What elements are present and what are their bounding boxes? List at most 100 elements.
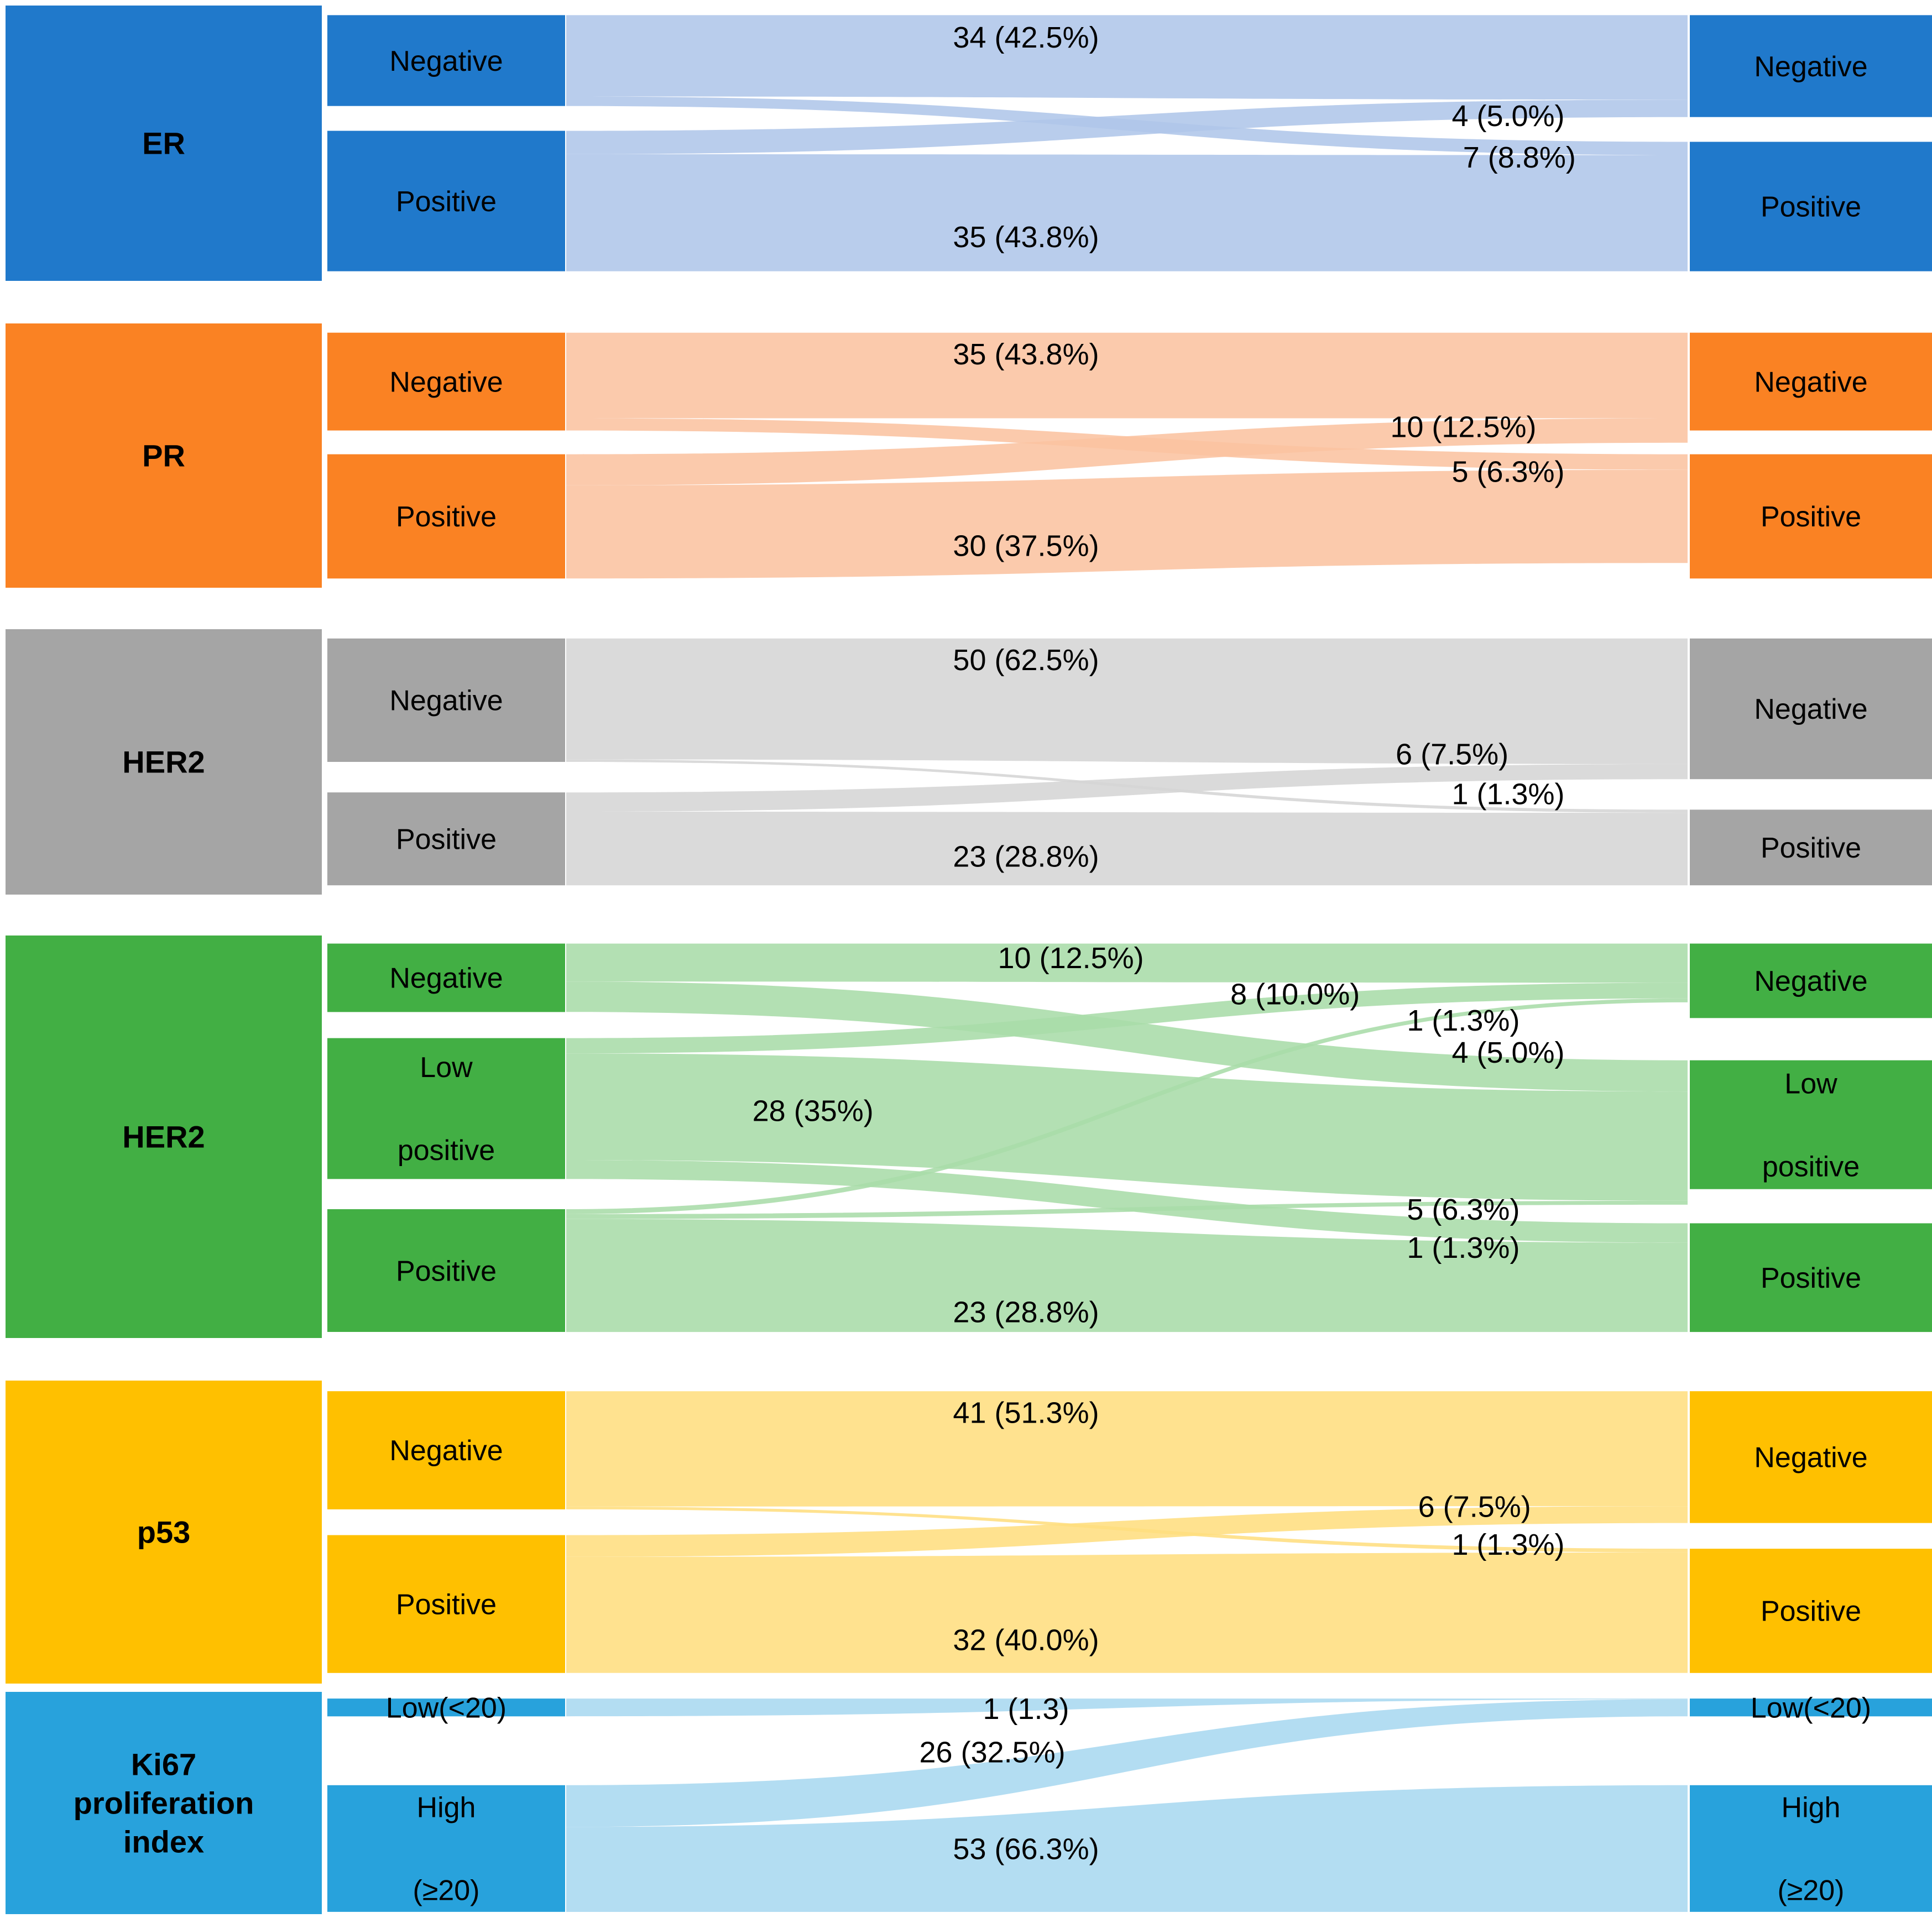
flow-er-neg-to-neg[interactable]	[566, 15, 1688, 100]
node-label-left-er-pos: Positive	[396, 186, 497, 218]
node-right-her2-neg[interactable]	[1690, 638, 1932, 780]
flow-ki67-high-to-high[interactable]	[566, 1785, 1688, 1912]
node-label-left-p53-neg: Negative	[389, 1435, 503, 1467]
node-label-left-her2_low-pos: Positive	[396, 1255, 497, 1287]
flow-her2_low-pos-to-pos[interactable]	[566, 1219, 1688, 1332]
flow-p53-pos-to-pos[interactable]	[566, 1552, 1688, 1673]
flow-value-er-neg-to-neg: 34 (42.5%)	[953, 21, 1099, 54]
flow-value-p53-neg-to-neg: 41 (51.3%)	[953, 1396, 1099, 1429]
flow-her2_low-pos-to-low[interactable]	[566, 1200, 1688, 1219]
node-label-left-her2-pos: Positive	[396, 823, 497, 855]
node-label-right-ki67-high: High	[1782, 1792, 1841, 1824]
flow-value-pr-pos-to-neg: 10 (12.5%)	[1390, 410, 1536, 443]
node-left-p53-pos[interactable]	[327, 1535, 565, 1673]
flow-value-p53-pos-to-neg: 6 (7.5%)	[1418, 1490, 1531, 1523]
flow-value-her2_low-neg-to-low: 8 (10.0%)	[1230, 978, 1360, 1011]
node-left-her2-neg[interactable]	[327, 638, 565, 762]
node-right-her2_low-low[interactable]	[1690, 1060, 1932, 1189]
flow-value-p53-pos-to-pos: 32 (40.0%)	[953, 1623, 1099, 1656]
flow-pr-pos-to-neg[interactable]	[566, 418, 1688, 485]
node-left-pr-pos[interactable]	[327, 454, 565, 579]
flow-value-her2-neg-to-neg: 50 (62.5%)	[953, 644, 1099, 677]
node-right-her2-pos[interactable]	[1690, 809, 1932, 886]
node-left-pr-neg[interactable]	[327, 332, 565, 431]
node-label-left-p53-pos: Positive	[396, 1588, 497, 1621]
node-left-p53-neg[interactable]	[327, 1391, 565, 1509]
node-left-ki67-high[interactable]	[327, 1785, 565, 1912]
flow-her2_low-low-to-low[interactable]	[566, 1053, 1688, 1201]
flow-her2_low-neg-to-neg[interactable]	[566, 943, 1688, 983]
flow-her2_low-low-to-neg[interactable]	[566, 982, 1688, 1054]
marker-block-her2	[6, 629, 322, 895]
flow-ki67-low-to-low[interactable]	[566, 1698, 1688, 1717]
marker-label-ki67: index	[123, 1825, 204, 1859]
node-label-right-her2_low-low: Low	[1784, 1068, 1837, 1100]
node-right-pr-pos[interactable]	[1690, 454, 1932, 579]
node-right-ki67-low[interactable]	[1690, 1698, 1932, 1717]
node-left-ki67-low[interactable]	[327, 1698, 565, 1717]
node-left-er-pos[interactable]	[327, 130, 565, 271]
node-right-her2_low-neg[interactable]	[1690, 943, 1932, 1018]
node-right-pr-neg[interactable]	[1690, 332, 1932, 431]
marker-block-her2_low	[6, 936, 322, 1338]
node-left-her2_low-low[interactable]	[327, 1038, 565, 1179]
node-label-right-er-neg: Negative	[1754, 51, 1867, 83]
node-label-right-p53-pos: Positive	[1761, 1596, 1861, 1628]
flow-value-ki67-high-to-high: 53 (66.3%)	[953, 1832, 1099, 1865]
node-label-left-her2_low-neg: Negative	[389, 963, 503, 995]
marker-label-her2: HER2	[122, 745, 205, 780]
node-label2-left-ki67-high: (≥20)	[412, 1875, 479, 1907]
node-label-right-her2_low-neg: Negative	[1754, 965, 1867, 997]
flow-value-her2-pos-to-neg: 6 (7.5%)	[1396, 738, 1508, 771]
marker-block-ki67	[6, 1692, 322, 1914]
flow-value-her2_low-pos-to-pos: 23 (28.8%)	[953, 1296, 1099, 1329]
marker-label-p53: p53	[137, 1515, 191, 1550]
marker-label-ki67: proliferation	[74, 1786, 254, 1821]
node-label2-left-her2_low-low: positive	[398, 1135, 495, 1167]
flow-er-pos-to-pos[interactable]	[566, 154, 1688, 271]
flow-her2_low-pos-to-neg[interactable]	[566, 998, 1688, 1214]
flow-value-her2_low-pos-to-low: 1 (1.3%)	[1407, 1231, 1520, 1264]
node-label-right-pr-neg: Negative	[1754, 366, 1867, 398]
node-label-right-ki67-low: Low(<20)	[1751, 1692, 1871, 1724]
node-right-p53-neg[interactable]	[1690, 1391, 1932, 1523]
node-right-er-pos[interactable]	[1690, 142, 1932, 271]
node-left-er-neg[interactable]	[327, 15, 565, 106]
flow-value-her2-pos-to-pos: 23 (28.8%)	[953, 840, 1099, 873]
flow-her2-neg-to-neg[interactable]	[566, 638, 1688, 764]
flow-her2-pos-to-neg[interactable]	[566, 764, 1688, 812]
node-left-her2-pos[interactable]	[327, 792, 565, 886]
flow-value-pr-neg-to-neg: 35 (43.8%)	[953, 338, 1099, 371]
node-label-left-pr-pos: Positive	[396, 501, 497, 533]
node-right-her2_low-pos[interactable]	[1690, 1223, 1932, 1332]
marker-label-pr: PR	[142, 438, 185, 473]
node-label-right-her2_low-pos: Positive	[1761, 1262, 1861, 1294]
flow-value-ki67-high-to-low: 26 (32.5%)	[920, 1736, 1066, 1769]
node-right-p53-pos[interactable]	[1690, 1549, 1932, 1673]
marker-block-pr	[6, 323, 322, 588]
node-label-left-ki67-low: Low(<20)	[386, 1692, 507, 1724]
flow-pr-neg-to-neg[interactable]	[566, 332, 1688, 419]
flow-her2-pos-to-pos[interactable]	[566, 812, 1688, 886]
flow-her2_low-neg-to-low[interactable]	[566, 981, 1688, 1092]
node-right-ki67-high[interactable]	[1690, 1785, 1932, 1912]
node-right-er-neg[interactable]	[1690, 15, 1932, 117]
node-left-her2_low-neg[interactable]	[327, 943, 565, 1012]
flow-her2_low-low-to-pos[interactable]	[566, 1160, 1688, 1243]
flow-ki67-high-to-low[interactable]	[566, 1699, 1688, 1827]
flow-value-ki67-low-to-low: 1 (1.3)	[983, 1692, 1069, 1726]
node-label-left-ki67-high: High	[417, 1792, 476, 1824]
flow-p53-neg-to-neg[interactable]	[566, 1391, 1688, 1507]
flow-value-her2_low-neg-to-neg: 10 (12.5%)	[998, 942, 1144, 975]
flow-pr-pos-to-pos[interactable]	[566, 469, 1688, 579]
flow-er-pos-to-neg[interactable]	[566, 100, 1688, 154]
flow-p53-pos-to-neg[interactable]	[566, 1506, 1688, 1557]
marker-block-p53	[6, 1381, 322, 1684]
node-left-her2_low-pos[interactable]	[327, 1209, 565, 1332]
marker-label-ki67: Ki67	[131, 1747, 196, 1782]
